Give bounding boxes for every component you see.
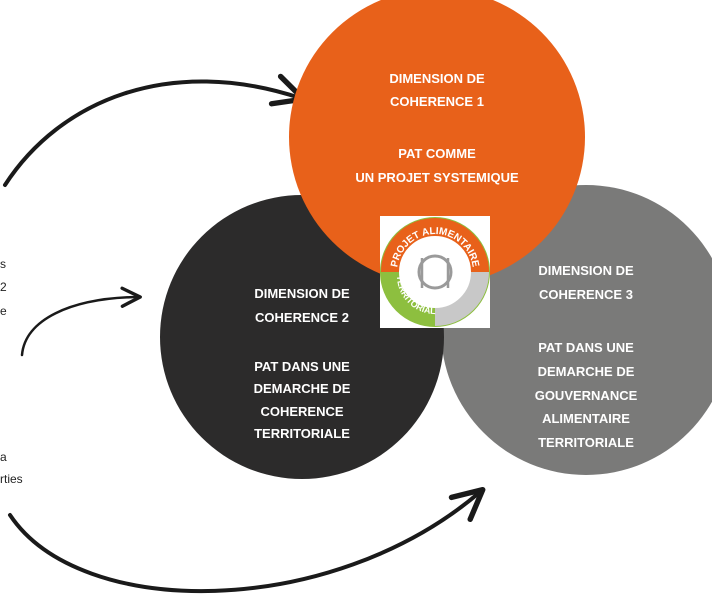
circle2-line3: PAT DANS UNE: [254, 359, 350, 374]
circle2-line2: COHERENCE 2: [255, 310, 349, 325]
side-fragment-5: rties: [0, 472, 23, 486]
circle-coherence-1: [289, 0, 585, 285]
circle1-line4: UN PROJET SYSTEMIQUE: [355, 170, 519, 185]
circle3-line6: ALIMENTAIRE: [542, 411, 630, 426]
plate-icon: [417, 254, 453, 290]
side-fragment-3: e: [0, 304, 7, 318]
circle1-line1: DIMENSION DE: [389, 71, 485, 86]
circle3-line2: COHERENCE 3: [539, 287, 633, 302]
side-fragment-1: s: [0, 257, 6, 271]
circle1-line3: PAT COMME: [398, 146, 476, 161]
circle2-line5: COHERENCE: [260, 404, 343, 419]
circle3-line7: TERRITORIALE: [538, 435, 634, 450]
circle3-line5: GOUVERNANCE: [535, 388, 638, 403]
side-fragment-2: 2: [0, 280, 7, 294]
side-fragment-4: a: [0, 450, 7, 464]
circle3-line3: PAT DANS UNE: [538, 340, 634, 355]
arrow-middle: [20, 286, 142, 357]
circle2-line1: DIMENSION DE: [254, 286, 350, 301]
circle2-line4: DEMARCHE DE: [254, 381, 351, 396]
circle3-line4: DEMARCHE DE: [538, 364, 635, 379]
projet-alimentaire-territorial-logo: PROJET ALIMENTAIRE TERRITORIAL: [380, 216, 490, 328]
circle2-line6: TERRITORIALE: [254, 426, 350, 441]
circle3-line1: DIMENSION DE: [538, 263, 634, 278]
arrow-bottom: [8, 486, 486, 593]
arrow-top: [3, 73, 307, 187]
circle1-line2: COHERENCE 1: [390, 94, 484, 109]
